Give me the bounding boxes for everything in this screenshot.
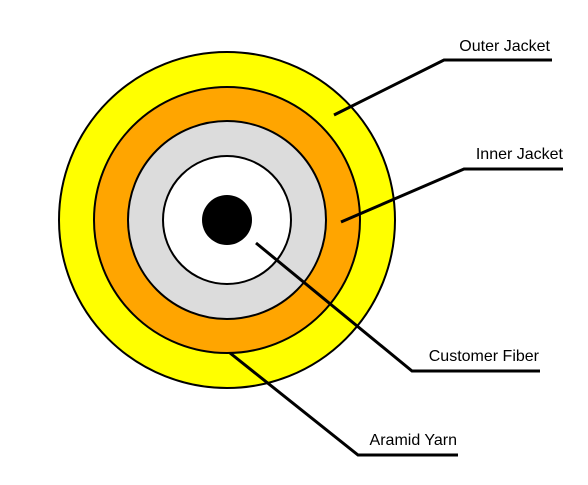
outer-jacket-leader-line bbox=[333, 58, 552, 117]
fiber-core bbox=[202, 195, 252, 245]
inner-jacket-leader-line bbox=[340, 167, 563, 224]
customer-fiber-label: Customer Fiber bbox=[429, 348, 540, 365]
aramid-yarn-leader-line bbox=[229, 351, 458, 457]
inner-jacket-label: Inner Jacket bbox=[476, 146, 564, 163]
aramid-yarn-label: Aramid Yarn bbox=[370, 432, 457, 449]
customer-fiber-leader-line bbox=[255, 241, 540, 373]
outer-jacket-label: Outer Jacket bbox=[459, 38, 550, 55]
